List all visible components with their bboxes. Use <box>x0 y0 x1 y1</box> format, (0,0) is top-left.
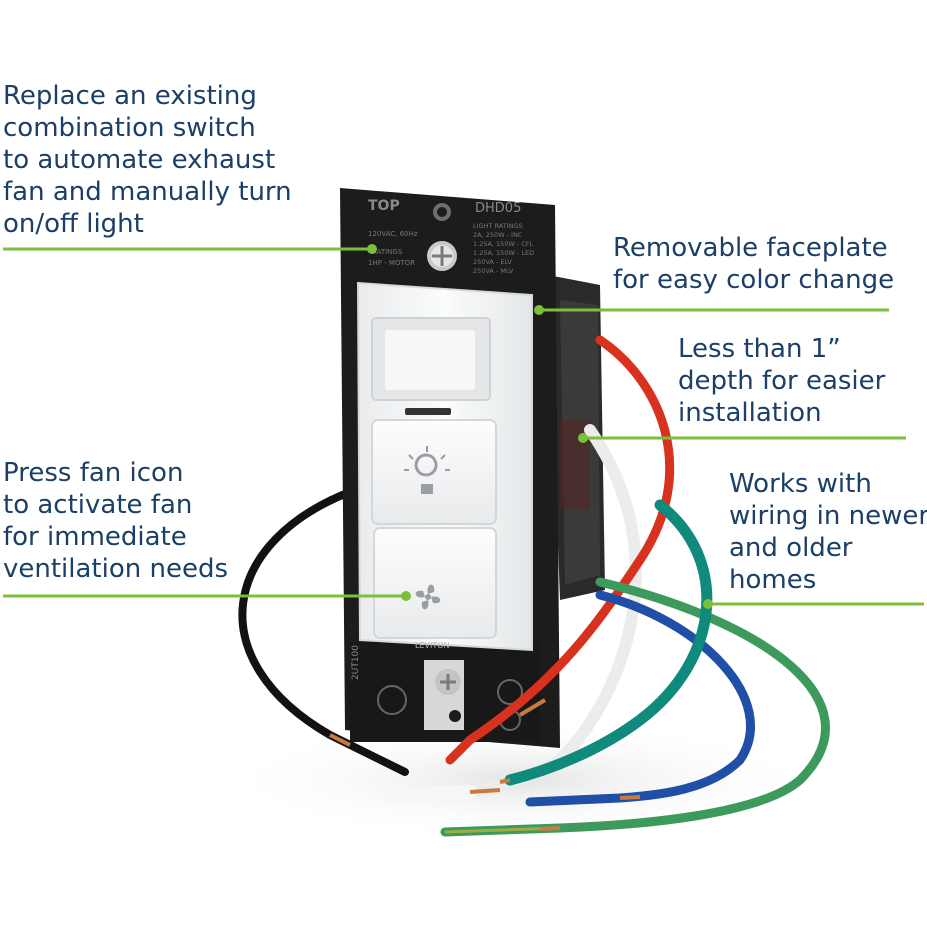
callout-line: Press fan icon <box>3 458 184 488</box>
model-number: DHD05 <box>475 201 521 216</box>
guide-dot <box>703 599 713 609</box>
bottom-hole <box>449 710 461 722</box>
ratings-title: RATINGS <box>372 248 403 256</box>
guide-dot <box>578 433 588 443</box>
ground-wire <box>440 577 830 837</box>
callout-depth: Less than 1” depth for easier installati… <box>678 333 885 429</box>
light-rating-line: LIGHT RATINGS <box>473 222 523 230</box>
red-wire <box>445 335 675 765</box>
callout-line: for immediate <box>3 522 187 552</box>
callout-replace-switch: Replace an existing combination switch t… <box>3 80 292 240</box>
callout-line: homes <box>729 565 817 595</box>
black-wire <box>238 486 409 776</box>
blue-wire <box>525 590 756 807</box>
fan-button[interactable] <box>373 527 497 639</box>
callout-line: Less than 1” <box>678 334 841 364</box>
white-wire <box>464 424 642 798</box>
callout-guides <box>3 244 924 609</box>
light-rating-line: 2A, 250W - INC <box>473 231 523 239</box>
device-body: LEVITON <box>356 281 533 652</box>
callout-line: combination switch <box>3 113 256 143</box>
fan-icon <box>415 584 441 610</box>
csa-mark <box>377 685 407 715</box>
indicator-led <box>405 408 451 415</box>
voltage-rating: 120VAC, 60Hz <box>368 230 418 238</box>
brand-label: LEVITON <box>415 641 450 650</box>
callout-faceplate: Removable faceplate for easy color chang… <box>613 232 894 296</box>
black-wire-copper <box>329 733 351 747</box>
callout-line: Replace an existing <box>3 81 257 111</box>
light-rating-line: 250VA - MLV <box>473 267 514 275</box>
back-housing <box>548 275 605 600</box>
callout-line: and older <box>729 533 853 563</box>
light-rating-line: 250VA - ELV <box>473 258 512 266</box>
callout-line: Works with <box>729 469 872 499</box>
light-rating-line: 1.25A, 150W - CFL <box>473 240 534 248</box>
guide-dot <box>401 591 411 601</box>
cul-mark <box>497 679 523 705</box>
callout-line: fan and manually turn <box>3 177 292 207</box>
motor-rating: 1HP - MOTOR <box>368 259 415 267</box>
callout-line: to activate fan <box>3 490 193 520</box>
light-toggle-button[interactable] <box>371 419 497 525</box>
light-ratings: LIGHT RATINGS 2A, 250W - INC 1.25A, 150W… <box>473 222 534 275</box>
callout-line: installation <box>678 398 822 428</box>
callout-line: to automate exhaust <box>3 145 276 175</box>
callout-line: Removable faceplate <box>613 233 888 263</box>
side-code: 2UT100 <box>351 645 361 680</box>
green-wire <box>504 499 713 786</box>
callout-line: depth for easier <box>678 366 886 396</box>
callout-wiring: Works with wiring in newer and older hom… <box>729 468 927 596</box>
strap-top-text: TOP <box>368 198 400 214</box>
guide-dot <box>367 244 377 254</box>
callout-fan-icon: Press fan icon to activate fan for immed… <box>3 457 228 585</box>
lightbulb-icon <box>404 446 450 494</box>
light-rating-line: 1.25A, 150W - LED <box>473 249 534 257</box>
callout-line: on/off light <box>3 209 144 239</box>
callout-line: ventilation needs <box>3 554 229 584</box>
guide-dot <box>534 305 544 315</box>
callout-line: for easy color change <box>613 265 895 295</box>
callout-line: wiring in newer <box>729 501 927 531</box>
